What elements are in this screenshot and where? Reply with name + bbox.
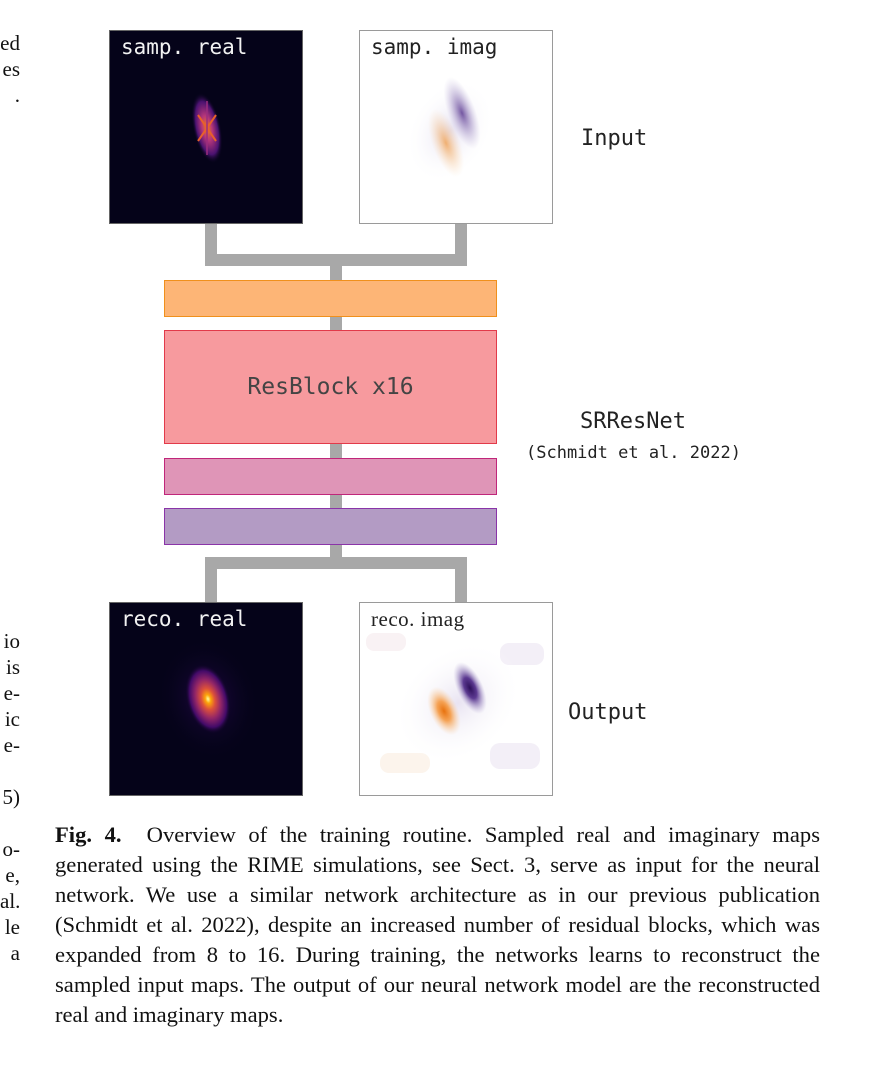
margin-line: o-: [2, 837, 21, 861]
figure-number: Fig. 4.: [55, 822, 122, 847]
resblock-stack: ResBlock x16: [164, 330, 497, 444]
connector: [330, 266, 342, 280]
margin-line: a: [10, 941, 20, 965]
sampled-real-map: [191, 92, 223, 164]
margin-line: 5): [2, 785, 21, 809]
input-conv-block: [164, 280, 497, 317]
margin-line: io: [3, 629, 20, 653]
margin-line: e,: [5, 863, 20, 887]
output-label: Output: [568, 700, 648, 725]
margin-line: is: [5, 655, 20, 679]
margin-text-bottom: io is e- ic e- 5) o- e, al. le a: [0, 628, 20, 966]
output-conv-block: [164, 508, 497, 545]
margin-line: ic: [4, 707, 20, 731]
input-imag-panel: samp. imag: [359, 30, 553, 224]
margin-line: al.: [0, 889, 20, 913]
margin-line: le: [4, 915, 20, 939]
margin-line: es: [2, 57, 21, 81]
caption-text: Overview of the training routine. Sample…: [55, 822, 820, 1027]
margin-line: ed: [0, 31, 20, 55]
network-citation: (Schmidt et al. 2022): [526, 443, 741, 463]
input-label: Input: [581, 126, 648, 151]
reconstructed-real-map: [157, 637, 259, 761]
connector: [330, 444, 342, 458]
sampled-imag-map: [405, 76, 495, 183]
margin-line: e-: [3, 681, 20, 705]
margin-line: .: [14, 83, 20, 107]
connector: [330, 545, 342, 559]
resblock-label: ResBlock x16: [247, 374, 414, 400]
input-real-panel: samp. real: [109, 30, 303, 224]
margin-line: [0, 810, 20, 836]
output-imag-label: reco. imag: [371, 607, 465, 631]
margin-line: [0, 758, 20, 784]
connector: [205, 557, 467, 569]
connector: [205, 254, 467, 266]
output-imag-panel: reco. imag: [359, 602, 553, 796]
input-real-label: samp. real: [121, 35, 248, 59]
connector: [455, 569, 467, 602]
connector: [330, 495, 342, 508]
margin-line: e-: [3, 733, 20, 757]
output-real-label: reco. real: [121, 607, 248, 631]
connector: [330, 317, 342, 330]
reconstructed-imag-map: [366, 633, 544, 773]
connector: [205, 569, 217, 602]
post-res-conv-block: [164, 458, 497, 495]
margin-text-top: ed es .: [0, 30, 20, 108]
figure-caption: Fig. 4. Overview of the training routine…: [55, 820, 820, 1030]
input-imag-label: samp. imag: [371, 35, 498, 59]
output-real-panel: reco. real: [109, 602, 303, 796]
network-label: SRResNet: [580, 409, 686, 434]
